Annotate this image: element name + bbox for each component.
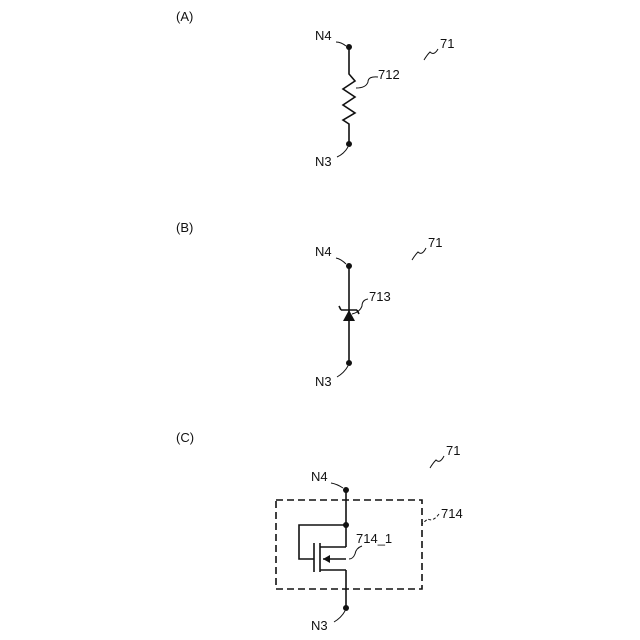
panel-b-circuit-ref: 71 <box>428 235 442 250</box>
gate-connection-wire <box>299 525 346 559</box>
panel-b: (B) N4 N3 713 71 <box>176 220 442 389</box>
node-dot-n3 <box>346 141 352 147</box>
leader-line-n3 <box>337 366 348 377</box>
node-dot-n4 <box>343 487 349 493</box>
panel-c-box-ref: 714 <box>441 506 463 521</box>
leader-line-n4 <box>336 42 346 46</box>
leader-line-n4 <box>336 258 346 264</box>
panel-c-component-ref: 714_1 <box>356 531 392 546</box>
panel-c: (C) N4 N3 714_1 714 71 <box>176 430 463 633</box>
leader-line-n4 <box>331 483 343 488</box>
diode-symbol <box>343 310 355 321</box>
panel-a-node-bottom-label: N3 <box>315 154 332 169</box>
leader-line-714 <box>422 514 439 524</box>
panel-b-component-ref: 713 <box>369 289 391 304</box>
panel-c-node-top-label: N4 <box>311 469 328 484</box>
leader-line-71 <box>412 248 426 260</box>
leader-line-71 <box>430 456 444 468</box>
leader-line-713 <box>352 299 368 314</box>
leader-line-n3 <box>337 147 348 157</box>
panel-a-node-top-label: N4 <box>315 28 332 43</box>
node-dot-junction <box>343 522 349 528</box>
node-dot-n4 <box>346 44 352 50</box>
node-dot-n4 <box>346 263 352 269</box>
panel-a-circuit-ref: 71 <box>440 36 454 51</box>
node-dot-n3 <box>346 360 352 366</box>
leader-line-714-1 <box>349 546 362 559</box>
panel-c-label: (C) <box>176 430 194 445</box>
body-arrow-icon <box>323 555 330 563</box>
panel-a-label: (A) <box>176 9 193 24</box>
panel-b-label: (B) <box>176 220 193 235</box>
node-dot-n3 <box>343 605 349 611</box>
leader-line-71 <box>424 49 438 60</box>
leader-line-712 <box>356 77 378 88</box>
panel-b-node-top-label: N4 <box>315 244 332 259</box>
dashed-enclosure-box <box>276 500 422 589</box>
panel-c-circuit-ref: 71 <box>446 443 460 458</box>
panel-c-node-bottom-label: N3 <box>311 618 328 633</box>
panel-a-component-ref: 712 <box>378 67 400 82</box>
resistor-symbol <box>343 47 355 144</box>
panel-b-node-bottom-label: N3 <box>315 374 332 389</box>
leader-line-n3 <box>334 611 345 622</box>
panel-a: (A) N4 N3 712 71 <box>176 9 454 169</box>
